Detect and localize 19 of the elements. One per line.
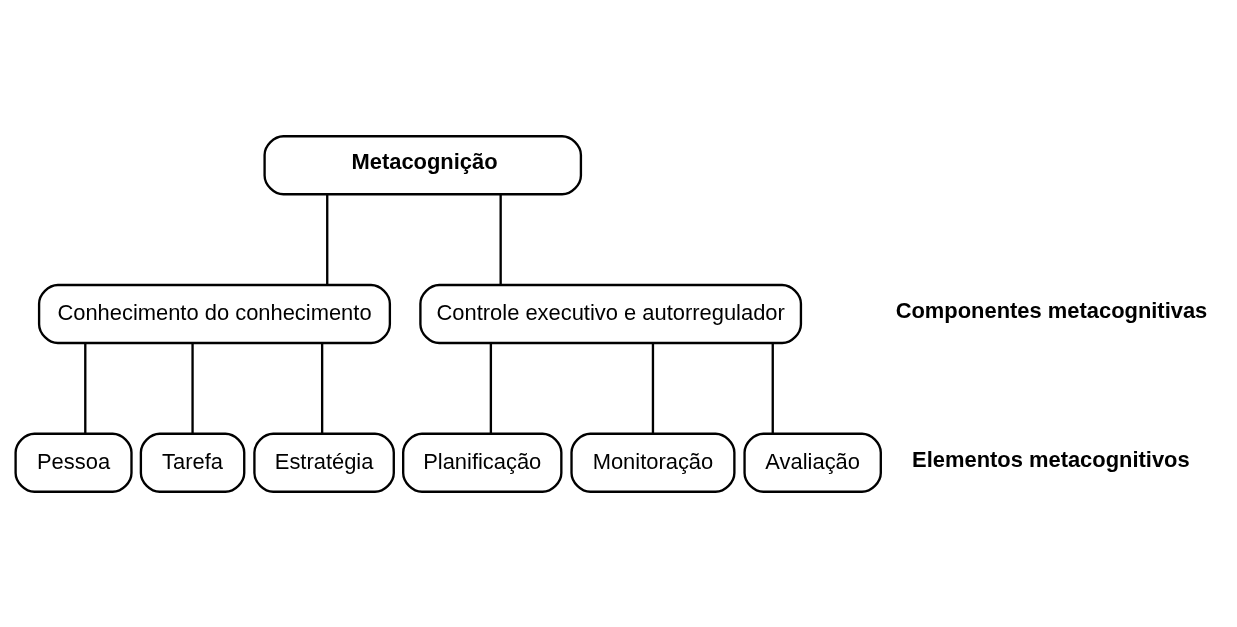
node-box: Pessoa (14, 432, 133, 493)
connector (651, 342, 655, 433)
node-box: Monitoração (570, 432, 736, 493)
connector (771, 342, 774, 433)
connector (84, 342, 87, 433)
connector (320, 342, 324, 433)
node-box: Estratégia (253, 432, 395, 493)
node-box: Metacognição (263, 134, 583, 195)
connector (489, 342, 493, 433)
connector (499, 194, 502, 285)
node-box: Planificação (402, 432, 563, 493)
node-box: Conhecimento do conhecimento (37, 283, 392, 344)
label: Componentes metacognitivas (895, 297, 1208, 323)
node-box: Avaliação (743, 432, 882, 493)
node-box: Tarefa (139, 432, 246, 493)
connector (191, 342, 194, 433)
connector (326, 194, 329, 285)
node-box: Controle executivo e autorregulador (419, 283, 803, 344)
label: Elementos metacognitivos (912, 446, 1190, 472)
